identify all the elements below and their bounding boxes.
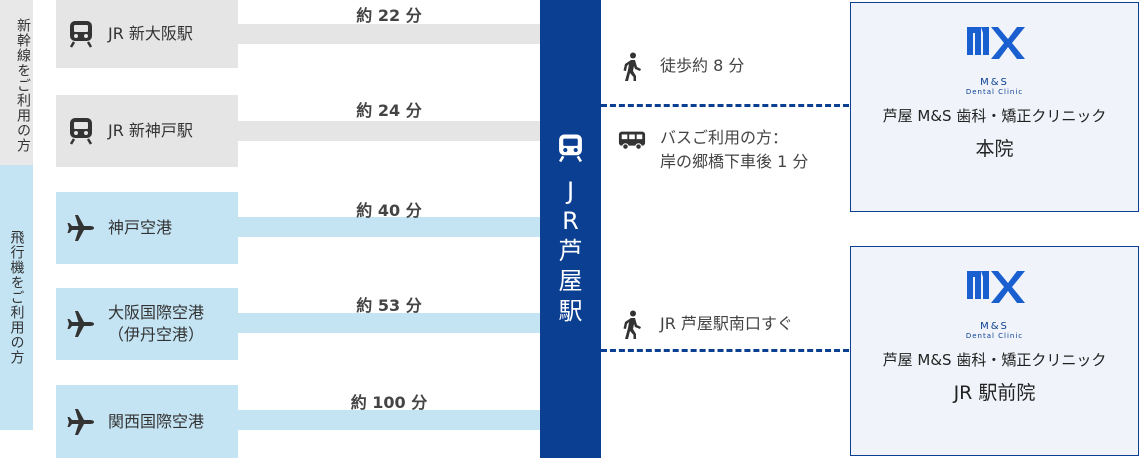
travel-time: 約 40 分 <box>356 201 422 220</box>
origin-shin-osaka: JR 新大阪駅 <box>56 0 238 68</box>
walking-icon <box>618 310 646 340</box>
station-name-char: J <box>566 177 575 205</box>
origin-label: JR 新神戸駅 <box>108 121 193 141</box>
station-name-char: 芦 <box>558 237 583 265</box>
route-text: 岸の郷橋下車後 1 分 <box>660 152 809 171</box>
clinic-jr-front: M&S Dental Clinic 芦屋 M&S 歯科・矯正クリニック JR 駅… <box>850 246 1139 456</box>
station-name-char: 屋 <box>558 267 583 295</box>
walk-route-main: 徒歩約 8 分 <box>618 52 744 82</box>
origin-label: 大阪国際空港 （伊丹空港） <box>108 303 205 344</box>
origin-shin-kobe: JR 新神戸駅 <box>56 95 238 167</box>
route-text: 徒歩約 8 分 <box>660 56 745 75</box>
route-bar <box>238 121 540 141</box>
route-bar <box>238 410 540 430</box>
route-text: JR 芦屋駅南口すぐ <box>660 314 793 333</box>
bus-icon <box>618 130 646 152</box>
station-name-char: 駅 <box>558 297 583 325</box>
origin-kobe-airport: 神戸空港 <box>56 192 238 264</box>
route-bar <box>238 24 540 44</box>
clinic-name: 芦屋 M&S 歯科・矯正クリニック <box>882 351 1107 369</box>
clinic-name: 芦屋 M&S 歯科・矯正クリニック <box>882 107 1107 125</box>
logo-text: M&S <box>980 77 1009 88</box>
logo-subtext: Dental Clinic <box>965 88 1024 96</box>
origin-itami-airport: 大阪国際空港 （伊丹空港） <box>56 288 238 360</box>
route-text: バスご利用の方： <box>660 128 789 147</box>
air-section-label: 飛行機をご利用の方 <box>0 165 33 430</box>
origin-label: 関西国際空港 <box>108 411 205 431</box>
logo-text: M&S <box>980 321 1009 332</box>
bus-route: バスご利用の方： 岸の郷橋下車後 1 分 <box>618 126 808 174</box>
logo-subtext: Dental Clinic <box>965 332 1024 340</box>
origin-label: JR 新大阪駅 <box>108 24 193 44</box>
rail-section-label: 新幹線をご利用の方 <box>0 0 33 165</box>
dashed-connector <box>601 349 849 352</box>
origin-kansai-airport: 関西国際空港 <box>56 385 238 458</box>
station-name-char: R <box>562 207 579 235</box>
route-bar <box>238 313 540 333</box>
airplane-icon <box>66 213 96 243</box>
walking-icon <box>618 52 646 82</box>
dashed-connector <box>601 104 849 107</box>
travel-time: 約 100 分 <box>350 393 428 412</box>
train-icon <box>66 116 96 146</box>
origin-label: 神戸空港 <box>108 218 173 238</box>
clinic-branch: 本院 <box>975 138 1014 160</box>
travel-time: 約 53 分 <box>356 296 422 315</box>
clinic-branch: JR 駅前院 <box>953 382 1036 404</box>
airplane-icon <box>66 309 96 339</box>
train-icon <box>557 133 584 167</box>
travel-time: 約 22 分 <box>356 6 422 25</box>
travel-time: 約 24 分 <box>356 101 422 120</box>
clinic-logo: M&S Dental Clinic <box>955 21 1035 101</box>
airplane-icon <box>66 407 96 437</box>
clinic-main: M&S Dental Clinic 芦屋 M&S 歯科・矯正クリニック 本院 <box>850 2 1139 212</box>
clinic-logo: M&S Dental Clinic <box>955 265 1035 345</box>
route-bar <box>238 217 540 237</box>
walk-route-front: JR 芦屋駅南口すぐ <box>618 310 793 340</box>
train-icon <box>66 19 96 49</box>
